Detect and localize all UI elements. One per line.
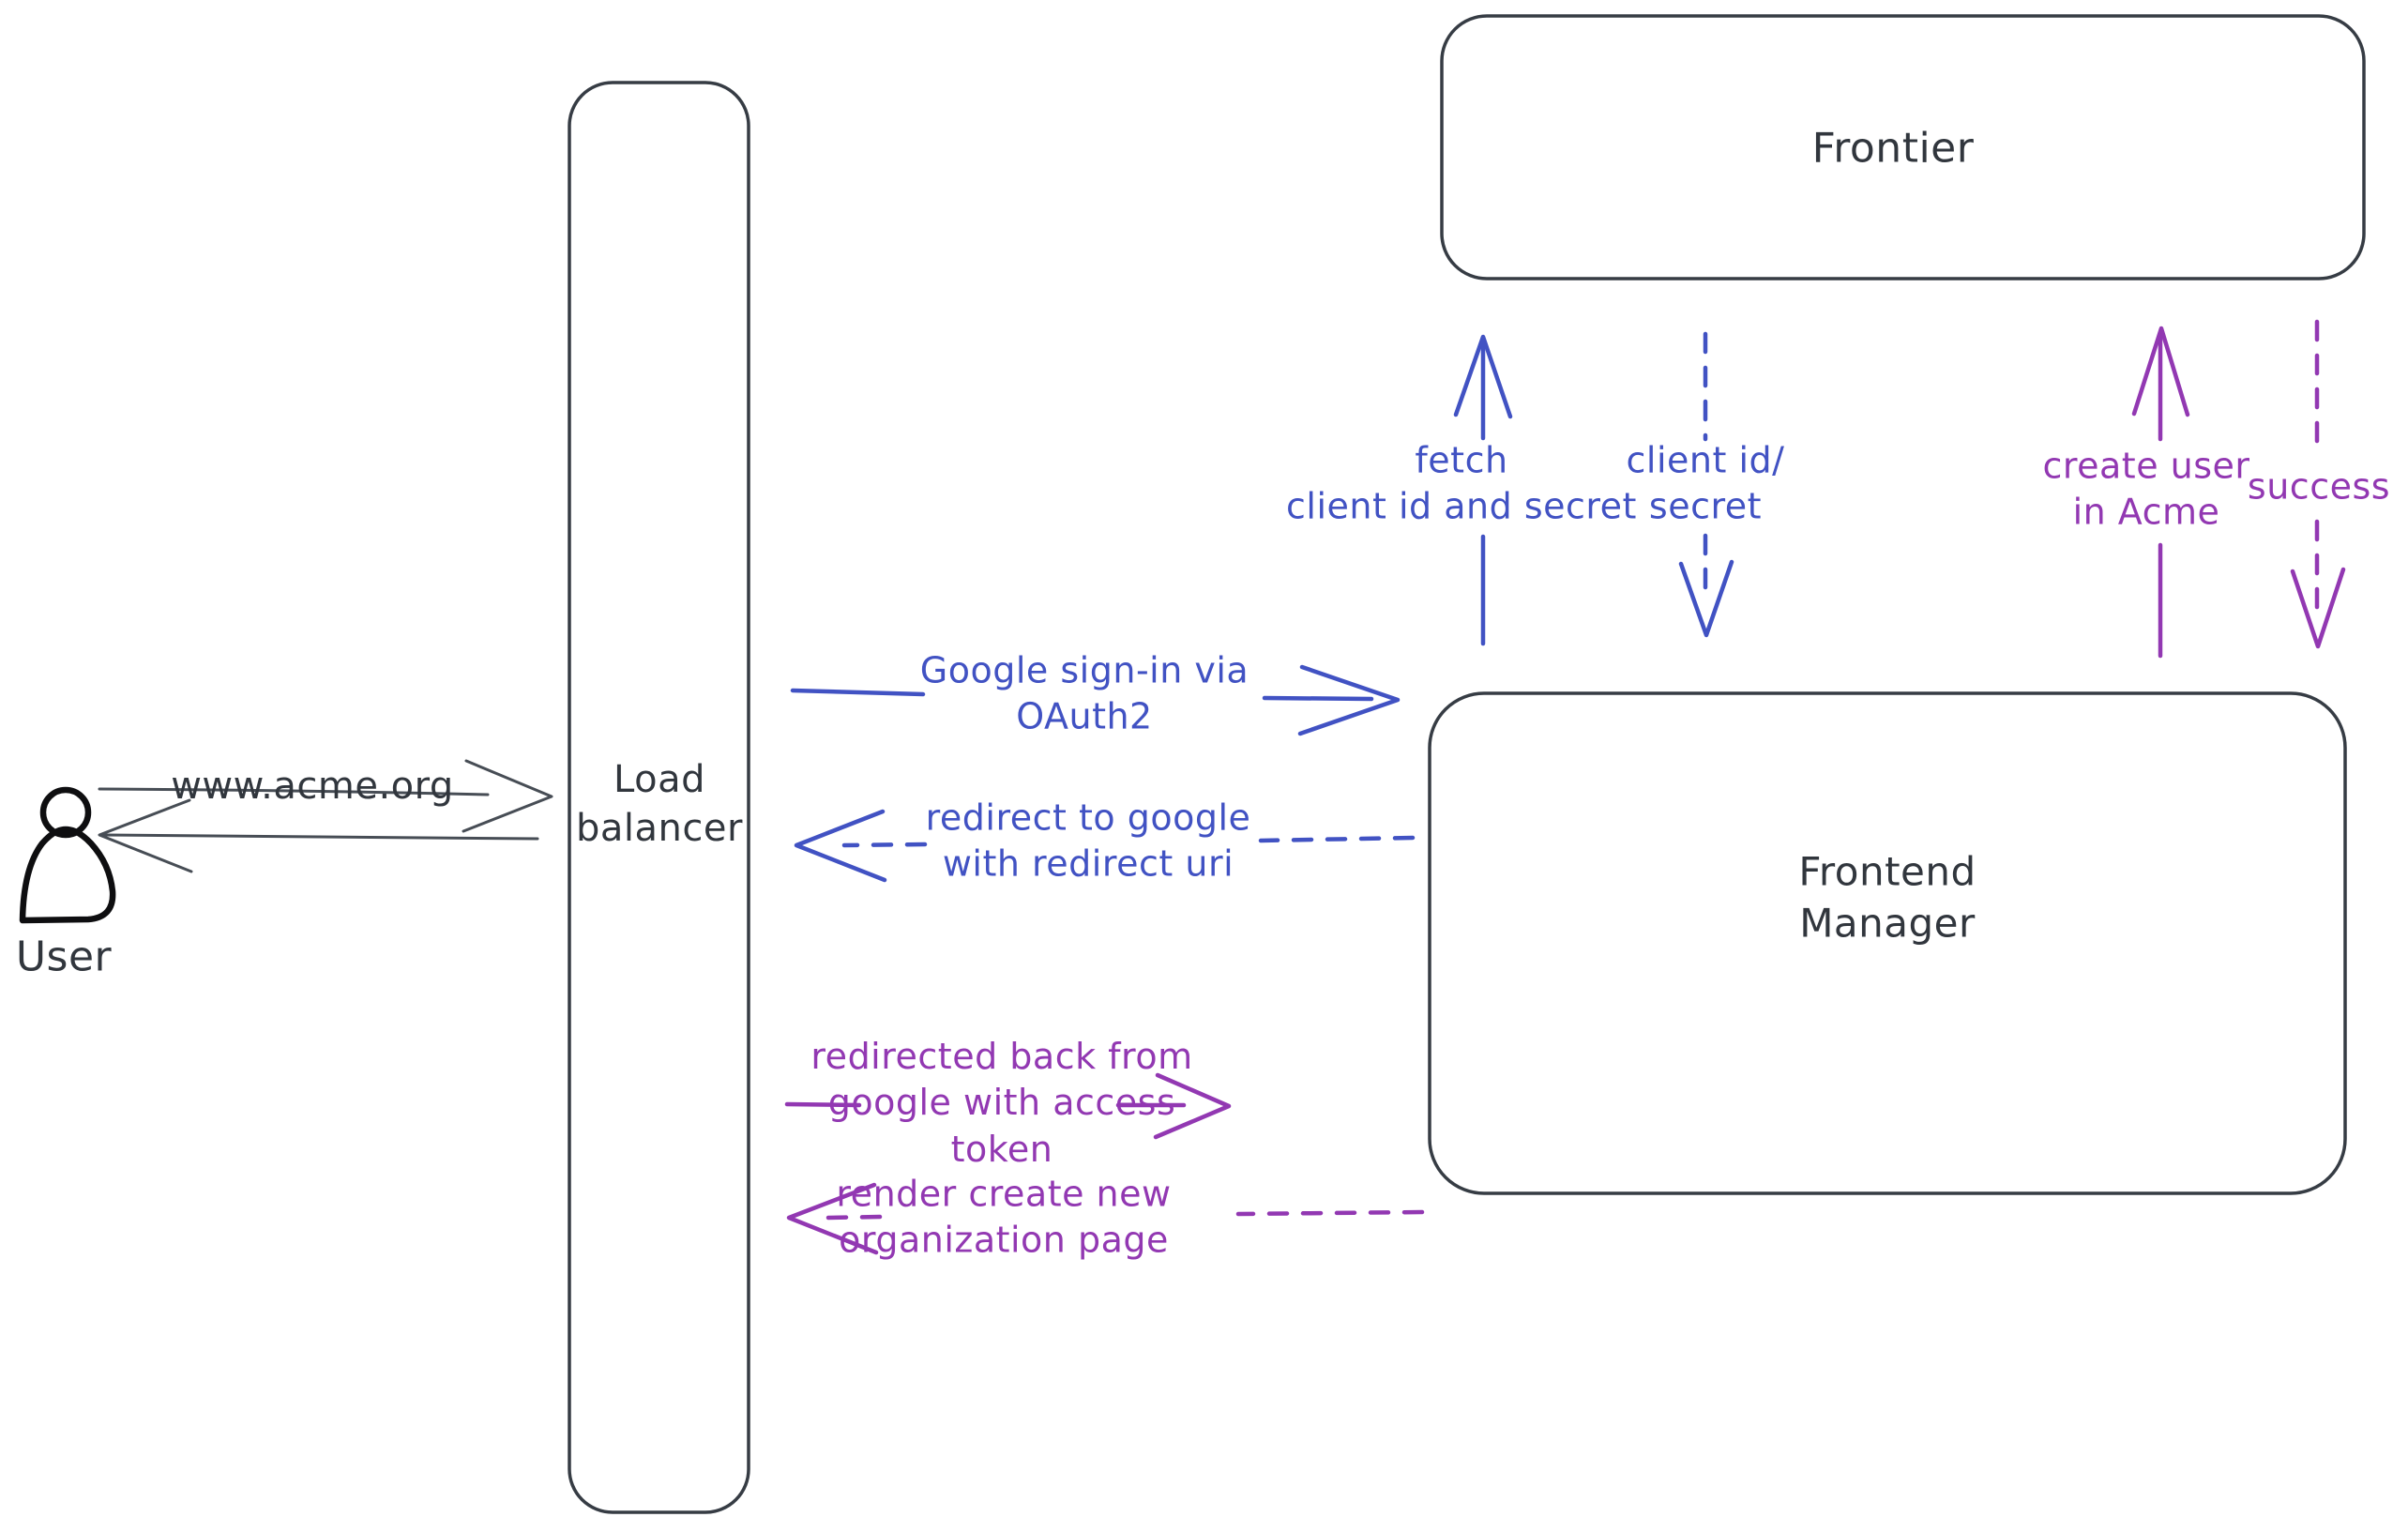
user-icon xyxy=(19,786,116,924)
arrow-google-sign-in xyxy=(790,664,1401,736)
arrow-client-id-secret xyxy=(1678,331,1734,638)
arrow-success xyxy=(2290,319,2346,649)
arrow-redirect-to-google xyxy=(794,809,1416,883)
arrow-fetch-client xyxy=(1453,334,1513,646)
arrow-redirected-back xyxy=(784,1072,1232,1140)
arrow-lb-response xyxy=(98,798,539,873)
arrow-create-user xyxy=(2131,326,2190,659)
frontend-manager-box xyxy=(1428,691,2347,1195)
load-balancer-box xyxy=(568,81,750,1514)
frontier-box xyxy=(1440,14,2366,281)
arrow-www-acme xyxy=(98,759,553,833)
arrow-render-create-org xyxy=(786,1182,1425,1255)
